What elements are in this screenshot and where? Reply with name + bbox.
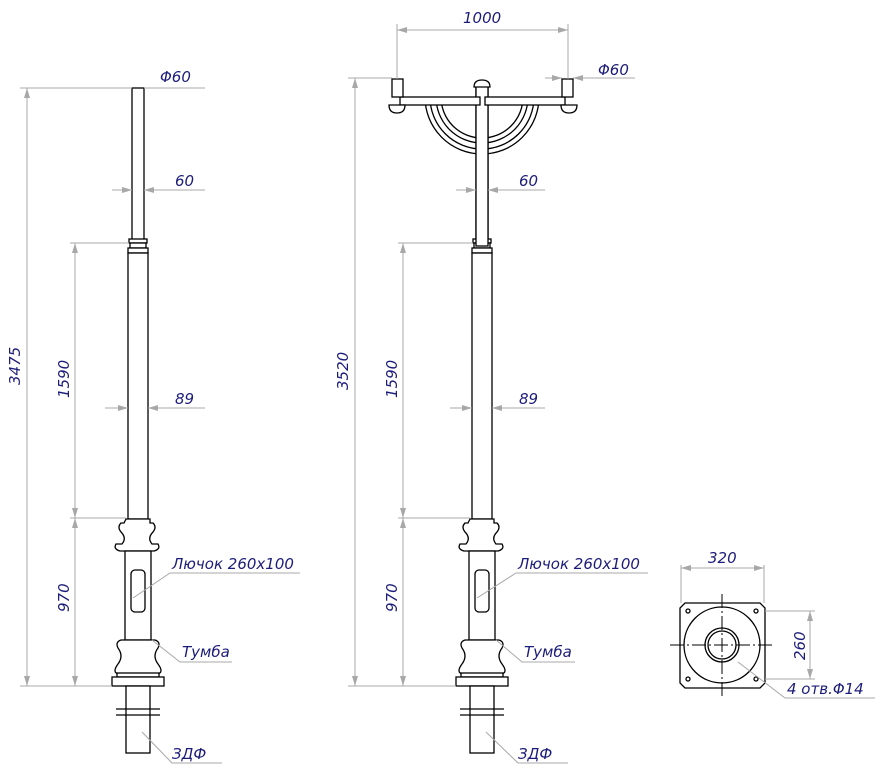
- pole-left: [111, 87, 165, 754]
- base-left-label: Тумба: [182, 643, 230, 661]
- upper-section-right-label: 1590: [383, 360, 401, 398]
- foundation-right-label: ЗДФ: [518, 745, 552, 763]
- lower-section-right-label: 970: [383, 583, 401, 612]
- foundation-left-label: ЗДФ: [172, 745, 206, 763]
- top-diameter-left-label: Φ60: [160, 68, 191, 86]
- top-diameter-right-label: Φ60: [598, 61, 629, 79]
- tube-89-left-label: 89: [175, 390, 194, 408]
- hole-spacing-label: 260: [791, 631, 809, 660]
- hatch-right-label: Лючок 260x100: [517, 555, 640, 573]
- dimensions-right: [348, 24, 648, 764]
- plate-width-label: 320: [708, 549, 737, 567]
- base-plate: [670, 565, 875, 699]
- arm-span-label: 1000: [463, 9, 501, 27]
- lower-section-left-label: 970: [55, 583, 73, 612]
- tube-60-right-label: 60: [519, 172, 538, 190]
- crossarm: [388, 78, 578, 247]
- tube-60-left-label: 60: [175, 172, 194, 190]
- tube-89-right-label: 89: [519, 390, 538, 408]
- upper-section-left-label: 1590: [55, 360, 73, 398]
- hatch-left-label: Лючок 260x100: [171, 555, 294, 573]
- dimensions-left: [20, 87, 300, 764]
- height-left-label: 3475: [6, 347, 24, 385]
- base-right-label: Тумба: [524, 643, 572, 661]
- height-right-label: 3520: [334, 352, 352, 390]
- holes-label: 4 отв.Φ14: [787, 680, 864, 698]
